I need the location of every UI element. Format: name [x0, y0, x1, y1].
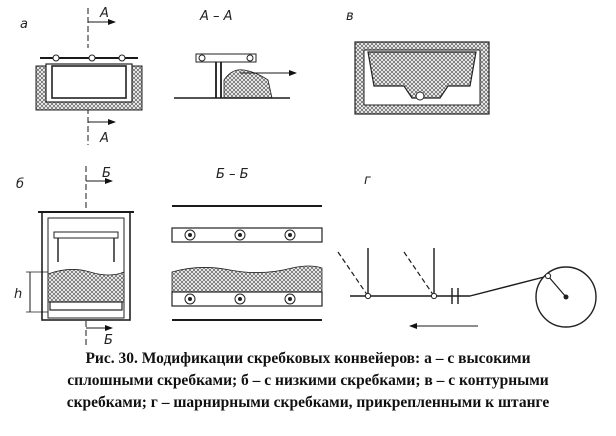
caption-line-2: сплошными скребками; б – с низкими скреб… [67, 372, 549, 389]
label-aa: А – А [199, 9, 233, 24]
label-g: г [364, 173, 371, 188]
label-b-section: Б [102, 166, 111, 181]
label-v: в [346, 9, 354, 24]
label-a: а [20, 17, 28, 32]
diagram-bb: Б – Б [171, 167, 323, 321]
diagram-aa: А – А [174, 9, 297, 99]
label-b-section-bottom: Б [104, 333, 113, 345]
diagram-g: г [337, 173, 597, 329]
label-b: б [16, 177, 24, 192]
label-a-section-bottom: А [99, 131, 109, 146]
caption-line-1: Рис. 30. Модификации скребковых конвейер… [85, 350, 531, 367]
diagram-a: а А А [20, 6, 143, 146]
diagram-b: б Б Б h [14, 166, 134, 345]
diagram-v: в [346, 9, 490, 115]
label-bb: Б – Б [216, 167, 249, 182]
conveyor-figure: а А А А – А в б [14, 6, 597, 345]
figure-caption: Рис. 30. Модификации скребковых конвейер… [8, 348, 608, 414]
label-a-section: А [99, 6, 109, 21]
label-h: h [14, 287, 22, 302]
caption-line-3: скребками; г – шарнирными скребками, при… [66, 394, 550, 411]
